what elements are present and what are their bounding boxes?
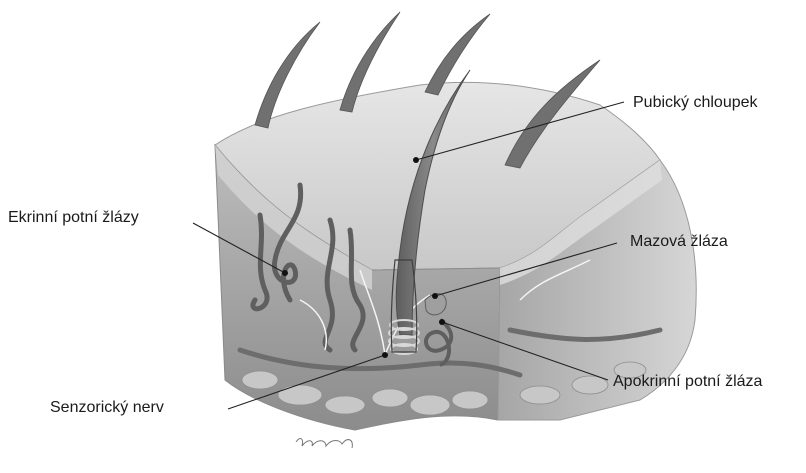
label-apocrine-gland: Apokrinní potní žláza — [613, 372, 778, 392]
leader-dot-apocrine — [439, 319, 445, 325]
leader-dot-sensory-nerve — [382, 352, 388, 358]
leader-dot-pubic-hair — [413, 157, 419, 163]
leader-dot-sebaceous — [432, 293, 438, 299]
label-sebaceous-gland: Mazová žláza — [630, 232, 728, 252]
label-eccrine-glands: Ekrinní potní žlázy — [8, 208, 139, 228]
artist-signature — [296, 439, 352, 448]
label-pubic-hair: Pubický chloupek — [633, 93, 758, 113]
label-sensory-nerve: Senzorický nerv — [50, 398, 164, 418]
leader-dot-eccrine — [282, 270, 288, 276]
